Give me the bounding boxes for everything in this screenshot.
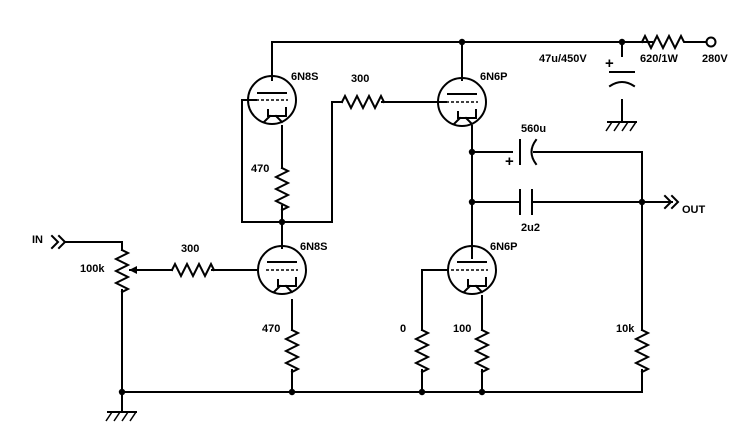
- label-capacitor-electrolytic-polarity: +: [505, 153, 514, 170]
- label-resistor-grid-leak: 0: [400, 323, 406, 335]
- label-supply-resistor: 620/1W: [640, 53, 679, 65]
- label-tube-v4: 6N6P: [490, 241, 518, 253]
- label-supply-cap-polarity: +: [605, 55, 614, 72]
- label-resistor-grid-input: 300: [181, 243, 199, 255]
- label-resistor-cathode-top: 470: [251, 163, 269, 175]
- tube-v3: [257, 245, 307, 295]
- label-supply-voltage: 280V: [702, 53, 728, 65]
- label-capacitor-film: 2u2: [521, 222, 540, 234]
- wires: [65, 41, 673, 413]
- resistor-cathode-out: [473, 328, 491, 374]
- supply-ground-icon: [605, 121, 637, 132]
- resistor-grid-leak: [413, 328, 431, 374]
- label-resistor-cathode-out: 100: [453, 323, 471, 335]
- input-arrow-icon: [50, 234, 67, 250]
- resistor-cathode-top: [273, 166, 291, 212]
- label-potentiometer: 100k: [80, 263, 105, 275]
- resistor-grid-top: [340, 93, 386, 111]
- label-input: IN: [32, 234, 43, 246]
- tube-v2: [437, 77, 487, 127]
- main-ground-icon: [105, 411, 137, 422]
- junction-dots: [118, 38, 646, 396]
- label-resistor-grid-top: 300: [351, 73, 369, 85]
- supply-filter-capacitor: [608, 71, 636, 88]
- label-tube-v3: 6N8S: [300, 241, 328, 253]
- capacitor-film: [519, 189, 533, 215]
- resistor-cathode-bottom: [283, 328, 301, 374]
- output-arrow-icon: [663, 194, 680, 210]
- supply-terminal: [705, 36, 717, 48]
- resistor-load: [633, 328, 651, 374]
- resistor-grid-input: [170, 261, 216, 279]
- label-capacitor-electrolytic: 560u: [521, 123, 546, 135]
- label-output: OUT: [682, 204, 706, 216]
- label-supply-cap: 47u/450V: [539, 53, 587, 65]
- label-tube-v2: 6N6P: [480, 71, 508, 83]
- label-resistor-load: 10k: [616, 323, 635, 335]
- capacitor-electrolytic: [519, 138, 538, 166]
- tube-v4: [446, 245, 497, 295]
- label-resistor-cathode-bottom: 470: [262, 323, 280, 335]
- label-tube-v1: 6N8S: [291, 71, 319, 83]
- tube-v1: [247, 75, 297, 125]
- supply-resistor: [640, 33, 707, 51]
- potentiometer: [113, 248, 143, 294]
